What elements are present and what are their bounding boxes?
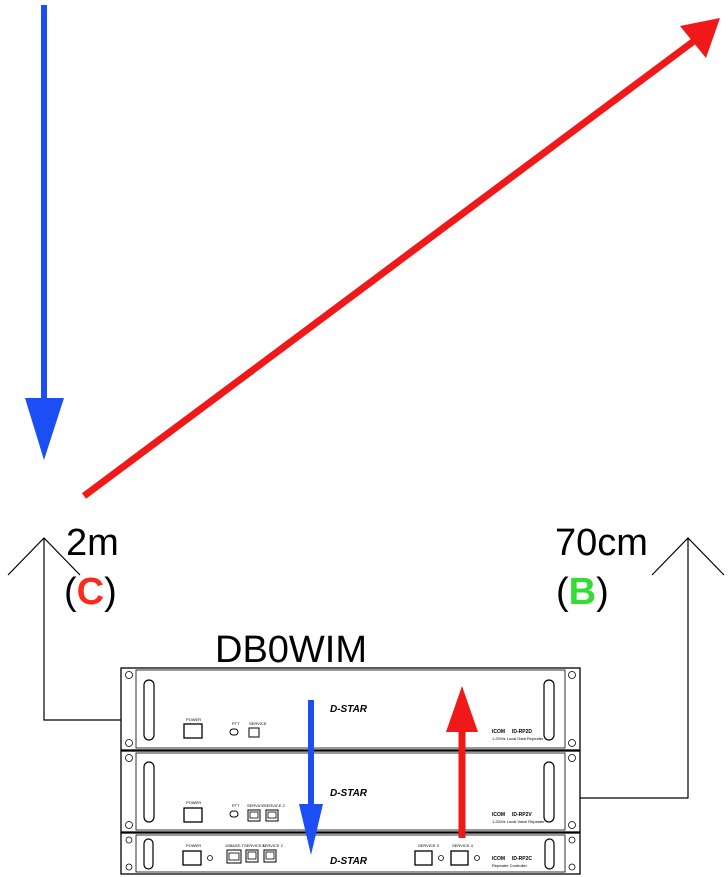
unit2-label-power: POWER bbox=[186, 800, 201, 805]
unit3-model: ID-RP2C bbox=[512, 856, 532, 862]
internal-red-arrow bbox=[446, 686, 478, 838]
unit2-brand: D-STAR bbox=[330, 788, 368, 799]
unit3-label-10base: 10BASE-T bbox=[225, 843, 244, 848]
unit3-label-power: POWER bbox=[186, 843, 201, 848]
unit2-description: 1.2GHz Local Voice Repeater bbox=[492, 819, 545, 824]
unit3-description: Repeater Controller bbox=[492, 863, 528, 868]
unit1-label-ptt: PTT bbox=[232, 721, 240, 726]
unit1-label-power: POWER bbox=[186, 717, 201, 722]
unit3-brand: D-STAR bbox=[330, 856, 368, 867]
unit3-label-service1: SERVICE 1 bbox=[244, 843, 266, 848]
band-label-70cm: 70cm bbox=[555, 522, 648, 564]
unit3-maker: ICOM bbox=[492, 856, 505, 862]
unit3-label-service3: SERVICE 3 bbox=[418, 843, 440, 848]
internal-blue-arrow bbox=[299, 700, 323, 855]
unit1-maker: ICOM bbox=[492, 729, 505, 735]
unit1-label-service: SERVICE bbox=[249, 721, 267, 726]
rack-unit-rp2c: POWER 10BASE-T SERVICE 1 SERVICE 2 D-STA… bbox=[120, 832, 581, 875]
antenna-70cm bbox=[578, 537, 725, 799]
unit1-description: 1.2GHz Local Data Repeater bbox=[492, 736, 544, 741]
band-letter-70cm: (B) bbox=[556, 571, 609, 613]
red-uplink-arrow bbox=[81, 18, 720, 499]
unit3-label-service4: SERVICE 4 bbox=[452, 843, 474, 848]
unit2-model: ID-RP2V bbox=[512, 812, 532, 818]
unit2-label-service2: SERVICE 2 bbox=[264, 803, 286, 808]
band-label-2m: 2m bbox=[66, 522, 119, 564]
rack-unit-rp2d: POWER PTT SERVICE D-STAR ICOM ID-RP2D 1.… bbox=[120, 667, 581, 751]
blue-downlink-arrow bbox=[25, 5, 64, 460]
rack-unit-rp2v: POWER PTT SERVICE SERVICE 2 D-STAR ICOM … bbox=[120, 750, 581, 833]
letter-c: C bbox=[77, 571, 104, 613]
antenna-2m bbox=[7, 537, 124, 721]
unit3-label-service2: SERVICE 2 bbox=[262, 843, 284, 848]
unit1-brand: D-STAR bbox=[330, 704, 368, 715]
band-letter-2m: (C) bbox=[64, 571, 117, 613]
unit2-label-ptt: PTT bbox=[232, 803, 240, 808]
letter-b: B bbox=[569, 571, 596, 613]
unit2-maker: ICOM bbox=[492, 812, 505, 818]
unit2-label-service: SERVICE bbox=[247, 803, 265, 808]
station-name: DB0WIM bbox=[215, 629, 367, 671]
unit1-model: ID-RP2D bbox=[512, 729, 532, 735]
